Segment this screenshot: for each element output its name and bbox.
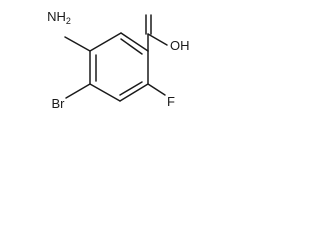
benzene-ring [89,32,149,102]
substituent-bonds [64,14,168,99]
bromo-label: Br [52,96,66,111]
amino-label: NH [47,9,66,24]
chemical-structure: NH2 OH Br F [47,9,189,111]
amino-group-label: NH2 [47,9,71,26]
hydroxyl-label: OH [170,38,190,53]
amino-subscript: 2 [66,16,71,26]
bond-c1-n [64,36,91,52]
fluoro-label: F [167,94,175,109]
bond-carboxyl-oh [147,33,168,46]
bond-c4-f [147,83,166,96]
atom-labels: NH2 OH Br F [47,9,189,111]
ring-bond-c2-c3-inner [120,38,143,55]
bond-c6-br [65,83,91,99]
ring-bond-c1-c2 [89,32,122,52]
ring-bond-c4-c5 [119,83,149,102]
ring-bond-c5-c6 [89,83,121,102]
ring-bond-c4-c5-inner [119,81,143,96]
ring-bond-c2-c3 [120,32,149,52]
